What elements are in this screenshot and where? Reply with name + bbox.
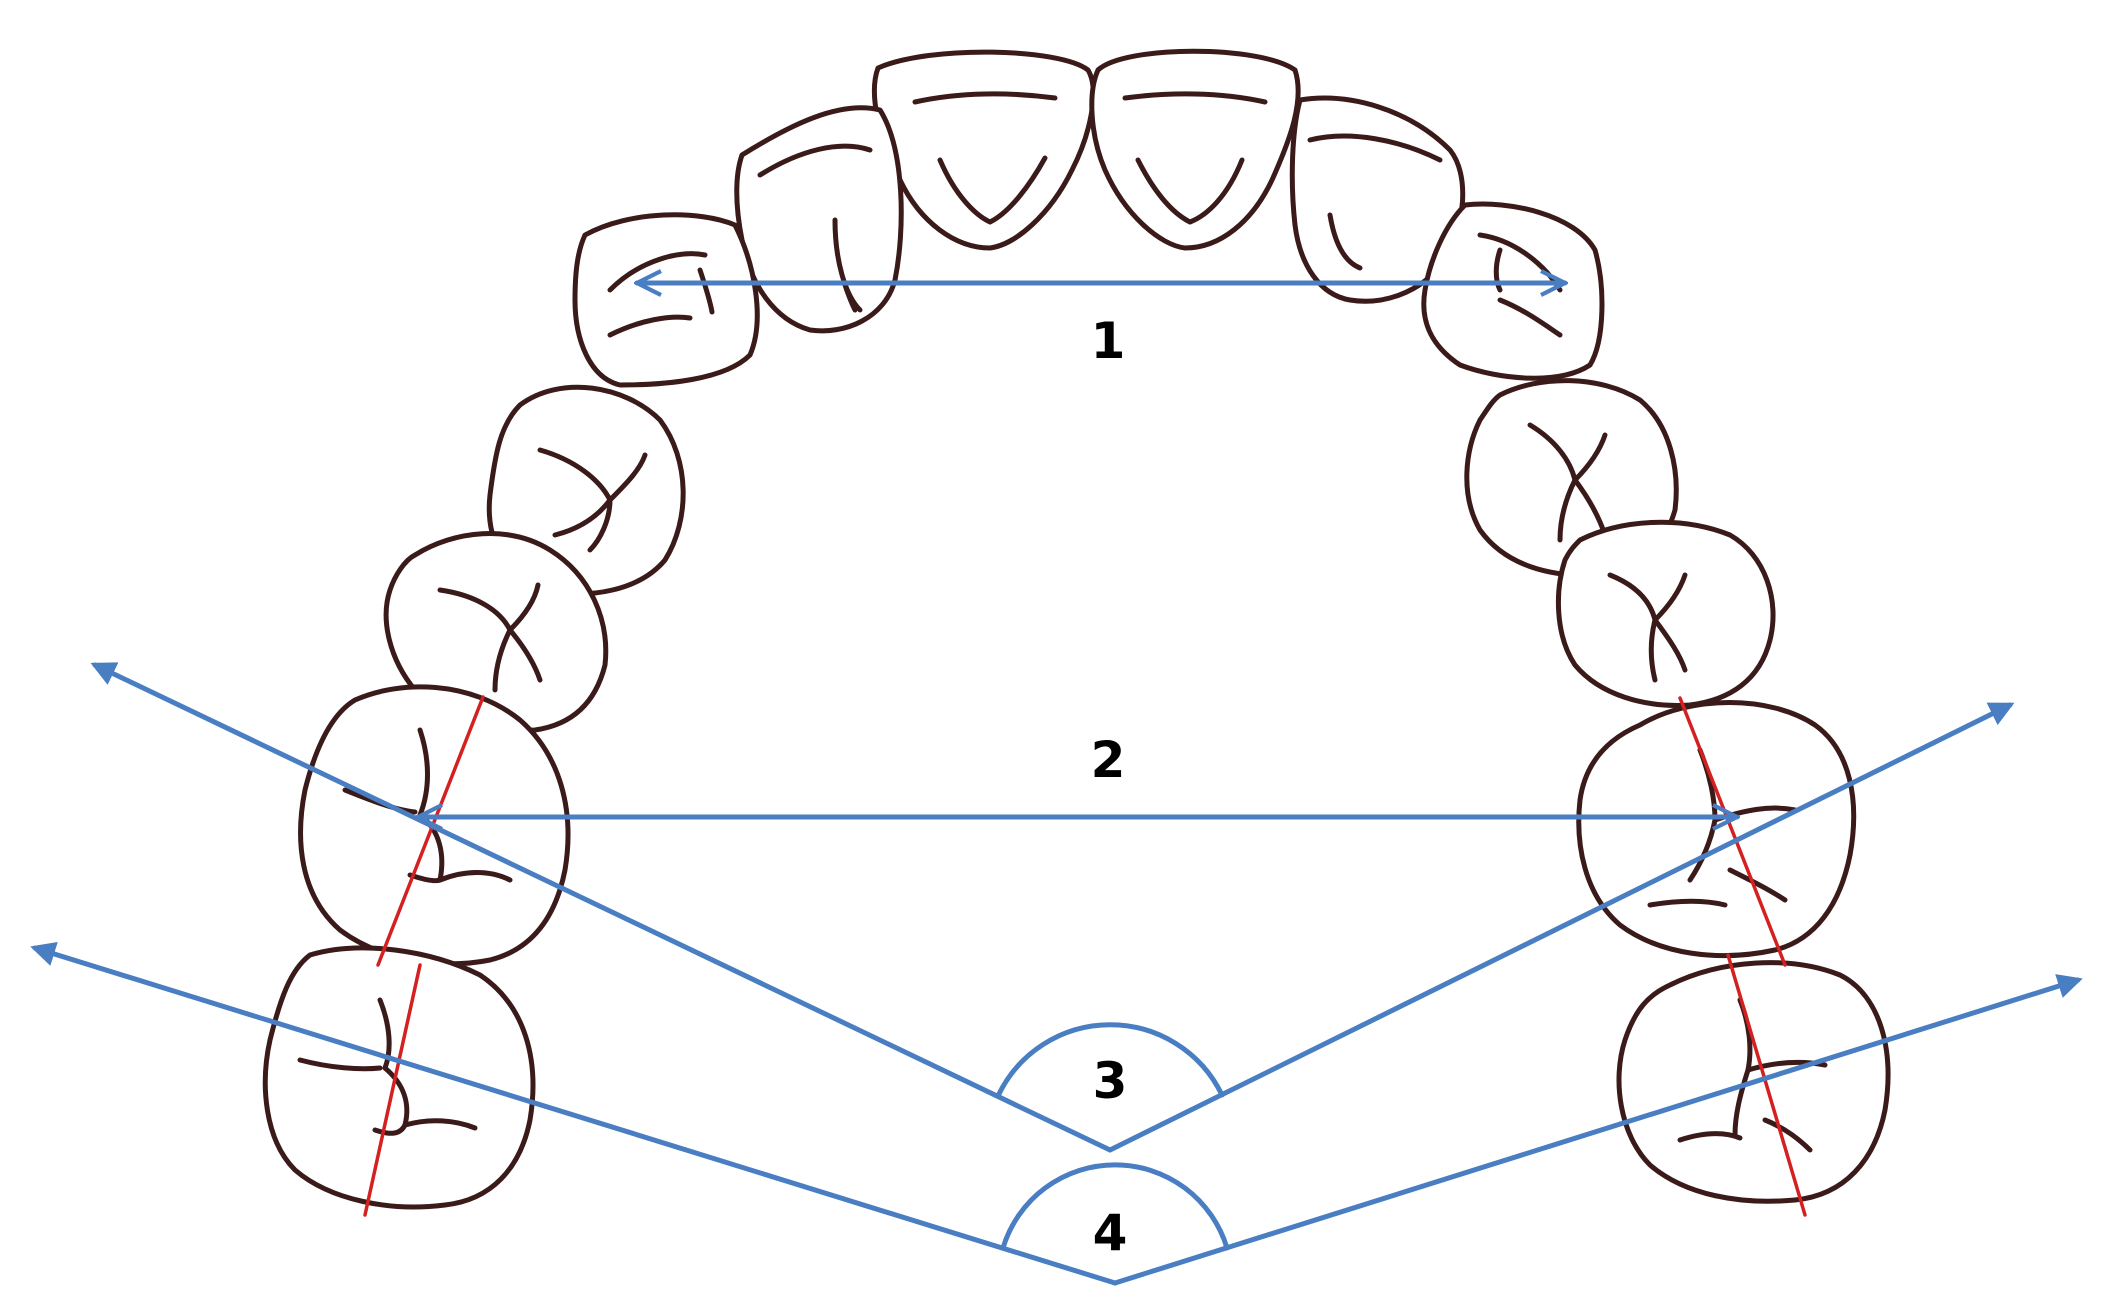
label-intermolar-width: 2 <box>1091 731 1126 789</box>
axis-line-left-upper <box>376 695 485 967</box>
tooth-second-premolar-right <box>1556 519 1776 708</box>
tooth-canine-right <box>1421 201 1605 381</box>
axis-line-left-lower <box>363 963 422 1217</box>
first-molar-angle-left-ray <box>90 662 1113 1153</box>
arch-measurements <box>30 283 2083 1286</box>
label-first-molar-angle: 3 <box>1093 1052 1128 1110</box>
tooth-first-molar-right <box>1576 700 1857 959</box>
measurement-labels: 1 2 3 4 <box>1091 312 1128 1262</box>
upper-dental-arch <box>262 48 1891 1210</box>
label-intercanine-width: 1 <box>1091 312 1126 370</box>
tooth-central-incisor-right <box>1089 48 1301 251</box>
tooth-canine-left <box>572 212 760 388</box>
tooth-second-premolar-left <box>383 531 609 733</box>
second-molar-angle-left-ray <box>30 941 1118 1286</box>
tooth-second-molar-left <box>262 945 536 1210</box>
tooth-lateral-incisor-left <box>734 105 904 334</box>
axis-line-right-lower <box>1726 953 1807 1217</box>
axis-line-right-upper <box>1678 696 1787 967</box>
molar-axis-lines <box>363 695 1807 1217</box>
second-molar-angle-arc <box>1000 1162 1230 1251</box>
first-molar-angle-right-ray <box>1107 702 2015 1153</box>
first-molar-angle-arc <box>995 1022 1225 1099</box>
label-second-molar-angle: 4 <box>1093 1204 1128 1262</box>
second-molar-angle-right-ray <box>1112 974 2083 1286</box>
tooth-central-incisor-left <box>871 49 1096 251</box>
